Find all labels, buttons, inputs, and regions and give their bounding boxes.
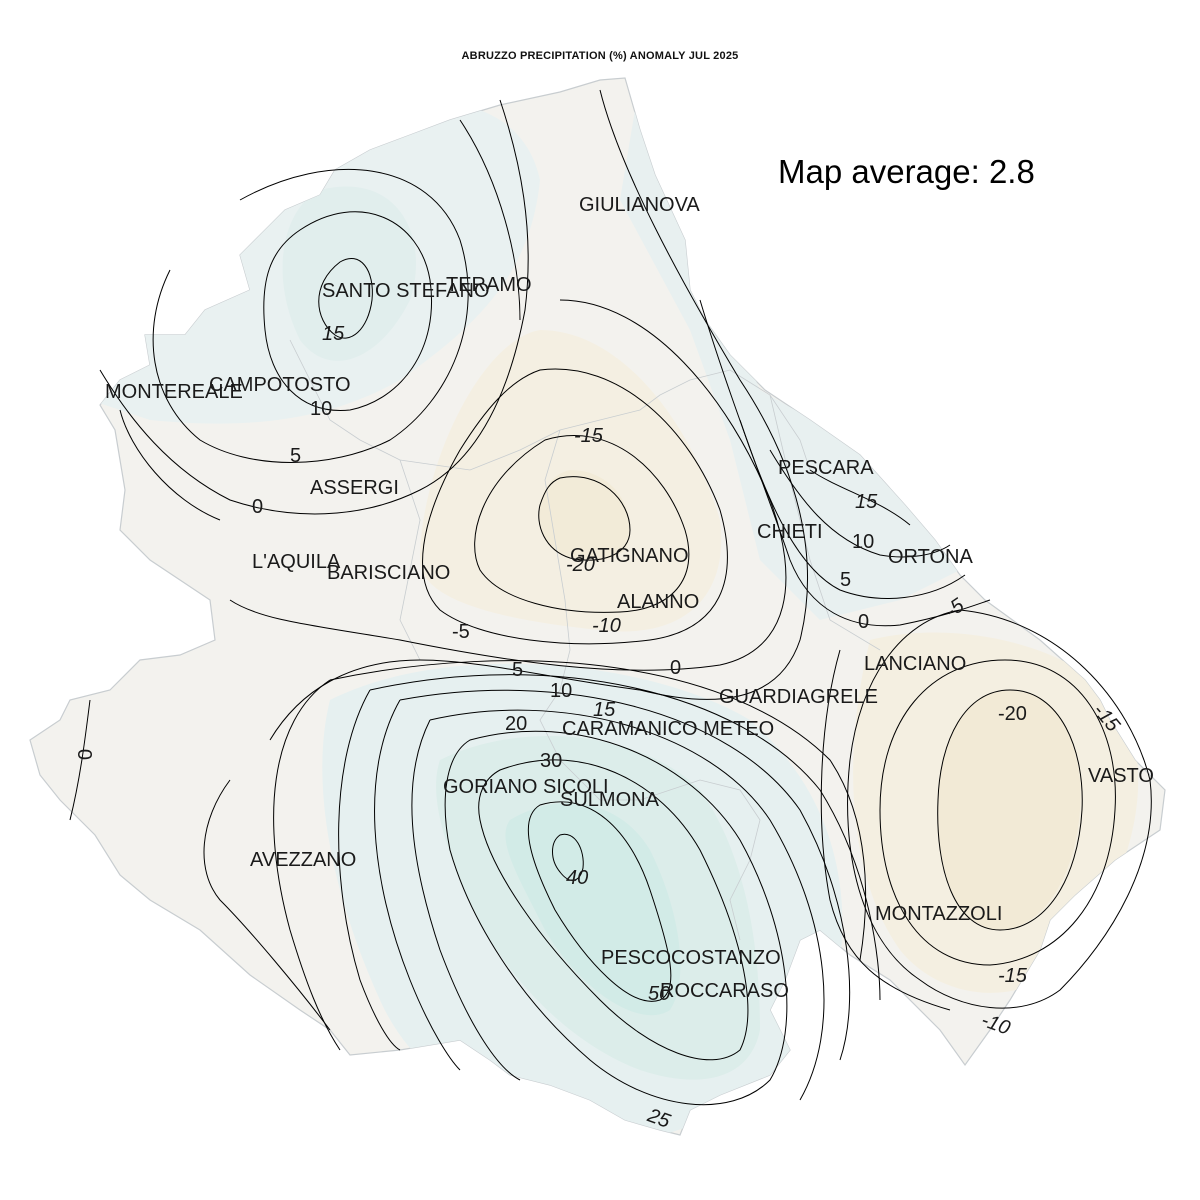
fill-negative-se-core (937, 690, 1081, 930)
contour-se-10 (847, 609, 1152, 1009)
contour-s-10 (369, 674, 881, 1001)
city-label-laquila: L'AQUILA (252, 551, 341, 573)
contour-s-20 (429, 709, 825, 1101)
contour-nw-10 (263, 211, 432, 411)
contour-se-15 (879, 659, 1116, 966)
city-label-vasto: VASTO (1088, 765, 1154, 787)
city-label-alanno: ALANNO (617, 591, 699, 613)
map-average: Map average: 2.8 (778, 153, 1035, 190)
contour-coast-10 (769, 449, 951, 558)
city-label-gatignano: GATIGNANO (570, 545, 689, 567)
contour-label: 40 (566, 867, 588, 889)
contour-label: 50 (648, 983, 670, 1005)
province-border-2 (539, 429, 761, 941)
contour-lines (69, 89, 1152, 1106)
city-label-lanciano: LANCIANO (864, 653, 966, 675)
contour-c-5c (269, 659, 641, 741)
contour-label: 0 (858, 611, 869, 633)
contour-w-0 (69, 699, 91, 821)
fill-positive-coast (620, 80, 960, 620)
contour-s-30 (478, 759, 749, 1061)
contour-label: 20 (505, 713, 527, 735)
contour-label: 15 (593, 699, 616, 721)
contour-label: -10 (592, 615, 621, 637)
contour-label: 15 (322, 323, 345, 345)
city-labels: GIULIANOVA TERAMO SANTO STEFANO CAMPOTOS… (105, 194, 1154, 1002)
contour-c-10 (422, 368, 728, 645)
contour-se-5 (820, 649, 951, 1011)
province-border-1 (289, 339, 811, 471)
province-border-4 (399, 459, 421, 661)
contour-coast-0 (699, 299, 991, 627)
city-label-sulmona: SULMONA (560, 789, 660, 811)
city-label-caramanico-meteo: CARAMANICO METEO (562, 718, 774, 740)
contour-s-5b (273, 679, 341, 1051)
city-label-montazzoli: MONTAZZOLI (875, 903, 1002, 925)
city-label-campotosto: CAMPOTOSTO (209, 374, 351, 396)
contour-label: -15 (574, 425, 604, 447)
contour-label: -5 (452, 621, 470, 643)
contour-nw-0 (99, 99, 529, 515)
contour-nw-5b (119, 409, 221, 521)
contour-label: -20 (998, 703, 1027, 725)
contour-c-5 (229, 299, 787, 671)
contour-label: 5 (840, 569, 851, 591)
contour-c-0b (459, 119, 521, 321)
contour-s-15b (374, 699, 461, 1071)
contour-label: 15 (855, 491, 878, 513)
province-border-3 (769, 394, 881, 651)
city-label-barisciano: BARISCIANO (327, 562, 450, 584)
city-label-chieti: CHIETI (757, 521, 823, 543)
contour-label: 5 (512, 659, 523, 681)
city-label-avezzano: AVEZZANO (250, 849, 356, 871)
contour-label: 10 (310, 398, 332, 420)
city-label-ortona: ORTONA (888, 546, 973, 568)
city-label-montereale: MONTEREALE (105, 381, 243, 403)
city-label-assergi: ASSERGI (310, 477, 399, 499)
contour-label: 10 (852, 531, 874, 553)
contour-coast-15 (809, 469, 911, 526)
contour-se-20 (937, 689, 1083, 931)
contour-coast-5 (739, 419, 966, 599)
contour-s-15 (399, 689, 851, 1061)
contour-s-5 (329, 660, 867, 961)
contour-s-0 (203, 779, 331, 1031)
city-label-pescara: PESCARA (778, 457, 874, 479)
contour-label: 5 (290, 445, 301, 467)
contour-label: 10 (550, 680, 572, 702)
city-label-santo-stefano: SANTO STEFANO (322, 280, 489, 302)
contour-label: 0 (670, 657, 681, 679)
city-label-giulianova: GIULIANOVA (579, 194, 700, 216)
contour-label: 0 (75, 749, 97, 760)
contour-s-50 (552, 833, 584, 881)
contour-label: -15 (998, 965, 1028, 987)
contour-label: 30 (540, 750, 562, 772)
city-label-pescocostanzo: PESCOCOSTANZO (601, 947, 781, 969)
city-label-teramo: TERAMO (446, 274, 532, 296)
contour-label: 0 (252, 496, 263, 518)
city-label-guardiagrele: GUARDIAGRELE (719, 686, 878, 708)
fill-positive-nw-core (282, 186, 416, 361)
contour-s-25 (444, 730, 788, 1106)
region-area (29, 77, 1166, 1136)
city-label-roccaraso: ROCCARASO (660, 980, 789, 1002)
contour-nw-15 (318, 258, 373, 339)
contour-s-40 (527, 801, 672, 1002)
contour-c-20 (538, 476, 631, 561)
province-borders (289, 339, 881, 941)
map-title: ABRUZZO PRECIPITATION (%) ANOMALY JUL 20… (461, 50, 739, 62)
contour-c-15 (474, 435, 690, 613)
city-label-goriano-sicoli: GORIANO SICOLI (443, 776, 609, 798)
contour-s-20b (411, 719, 521, 1081)
contour-nw-5 (152, 168, 469, 463)
contour-label: -20 (566, 554, 595, 576)
fill-negative-center-core (539, 470, 630, 561)
contour-s-10b (338, 689, 401, 1051)
fill-positive-south-core (505, 803, 681, 1016)
